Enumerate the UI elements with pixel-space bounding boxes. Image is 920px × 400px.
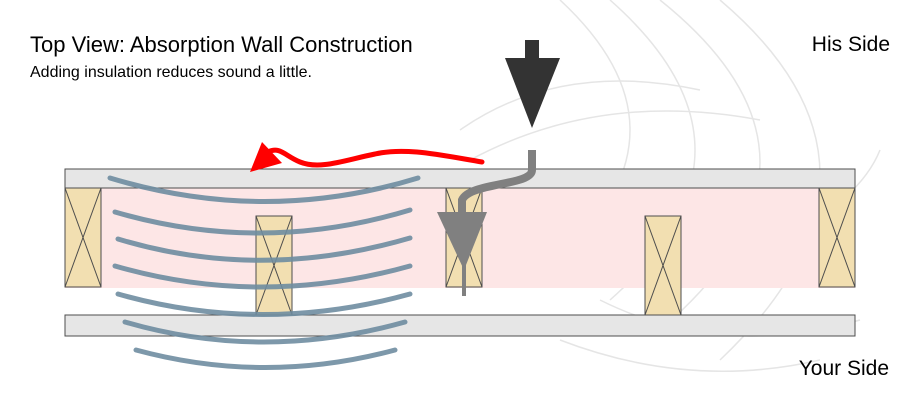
stud (818, 187, 856, 288)
transmitted-sound-arrow (437, 150, 536, 296)
sound-wave (107, 175, 421, 204)
stud (64, 187, 102, 288)
sound-waves (107, 175, 421, 370)
sound-wave (112, 207, 413, 236)
his-side-label: His Side (811, 33, 890, 56)
reflected-sound-arrow (250, 142, 485, 172)
drywall-your-side (64, 314, 856, 337)
background-wave (459, 80, 701, 131)
sound-wave (115, 235, 413, 263)
background-wave (469, 110, 761, 161)
background-wave (559, 339, 821, 372)
diagram-subtitle: Adding insulation reduces sound a little… (30, 64, 312, 81)
sound-wave (133, 347, 398, 370)
your-side-label: Your Side (798, 357, 889, 380)
drywall-his-side (64, 168, 856, 189)
sound-wave (115, 291, 413, 317)
stud (644, 215, 682, 316)
diagram-title: Top View: Absorption Wall Construction (30, 32, 413, 57)
sound-wave (122, 319, 408, 345)
sound-wave (112, 263, 413, 290)
incoming-sound-arrow (505, 40, 560, 128)
